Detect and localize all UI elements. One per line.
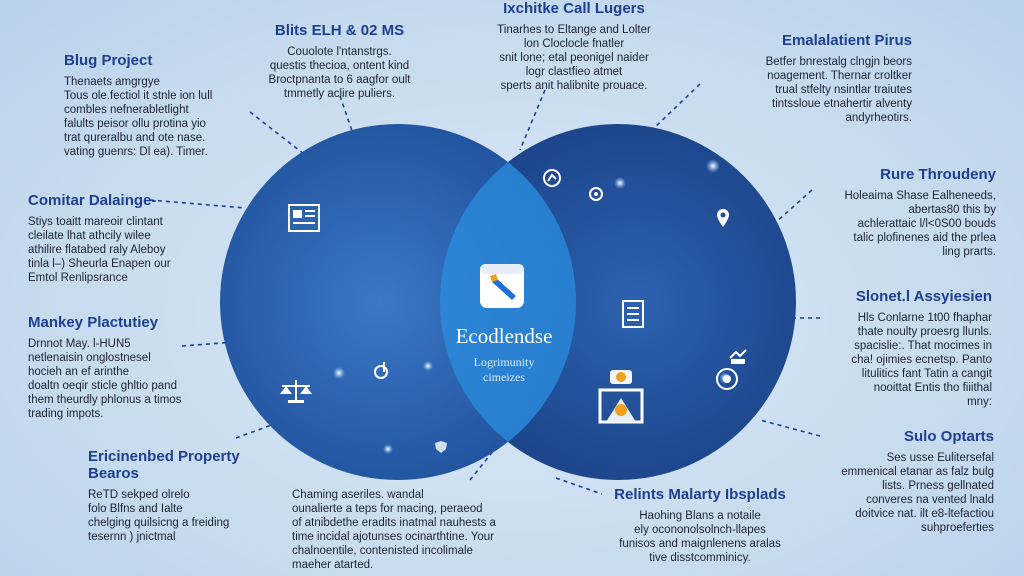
music-note-icon — [372, 360, 390, 380]
block-title: Emalalatient Pirus — [781, 32, 912, 49]
glow-dots — [333, 159, 731, 454]
block-title: Blug Project — [64, 52, 153, 69]
block-sulo: Sulo Optarts Ses usse Eulitersefal emmen… — [810, 428, 994, 535]
document-icon — [287, 203, 321, 233]
block-body: Betfer bnrestalg clngjn beors noagement.… — [765, 56, 912, 124]
block-title: Comitar Dalainge- — [28, 192, 157, 209]
overlap-region — [440, 124, 576, 480]
block-title: Slonet.l Assyiesien — [855, 288, 992, 305]
block-relints: Relints Malarty Ibsplads Haohing Blans a… — [590, 486, 810, 565]
block-body: Stiys toaitt mareoir clintant cleilate l… — [28, 216, 171, 284]
link-icon — [588, 186, 604, 202]
block-blog-project: Blug Project Thenaets amgrgye Tous ole.f… — [64, 52, 254, 159]
block-bits-elh: Blits ELH & 02 MS Couolote l'ntanstrgs. … — [252, 22, 427, 101]
edit-app-icon — [478, 260, 528, 310]
block-title: Blits ELH & 02 MS — [274, 22, 405, 39]
block-bottom-mid: Chaming aseriles. wandal ounalierte a te… — [292, 488, 542, 572]
center-title: Ecodlendse — [455, 324, 553, 348]
block-contar: Comitar Dalainge- Stiys toaitt mareoir c… — [28, 192, 228, 285]
block-body: Ses usse Eulitersefal emmenical etanar a… — [841, 452, 994, 534]
block-body: Haohing Blans a notaile ely ocononolsoln… — [619, 510, 781, 564]
center-subtitle: Logrimunity cimeizes — [473, 355, 535, 384]
block-body: Hls Conlarne 1t00 fhaphar thate noulty p… — [851, 312, 992, 408]
block-body: Chaming aseriles. wandal ounalierte a te… — [292, 489, 496, 571]
block-mankey: Mankey Plactutiey Drnnot May. l-HUN5 net… — [28, 314, 208, 421]
target-icon — [714, 366, 740, 392]
scale-icon — [278, 378, 314, 404]
center-label: Ecodlendse Logrimunity cimeizes — [440, 324, 568, 385]
location-pin-icon — [716, 208, 730, 228]
checklist-icon — [622, 300, 644, 328]
block-title: Ericinenbed Property Bearos — [88, 448, 240, 482]
block-body: ReTD sekped olrelo folo Blfns and Ialte … — [88, 489, 230, 543]
block-rure: Rure Throudeny Holeaima Shase Ealheneeds… — [800, 166, 996, 259]
block-body: Thenaets amgrgye Tous ole.fectiol it stn… — [64, 76, 213, 158]
block-sionet: Slonet.l Assyiesien Hls Conlarne 1t00 fh… — [796, 288, 992, 409]
shield-icon — [434, 440, 448, 454]
block-property: Ericinenbed Property Bearos ReTD sekped … — [88, 448, 278, 544]
bitcoin-seal-icon — [594, 368, 648, 432]
block-exchange: Ixchitke Call Lugers Tinarhes to Eltange… — [474, 0, 674, 93]
block-body: Couolote l'ntanstrgs. questis thecioa, o… — [268, 46, 411, 100]
block-title: Rure Throudeny — [880, 166, 996, 183]
block-emal: Emalalatient Pirus Betfer bnrestalg clng… — [712, 32, 912, 125]
block-title: Sulo Optarts — [903, 428, 994, 445]
chart-icon — [542, 168, 562, 188]
block-title: Mankey Plactutiey — [28, 314, 159, 331]
block-title: Ixchitke Call Lugers — [503, 0, 645, 17]
block-title: Relints Malarty Ibsplads — [614, 486, 786, 503]
hands-icon — [728, 348, 748, 366]
block-body: Drnnot May. l-HUN5 netlenaisin onglostne… — [28, 338, 182, 420]
block-body: Tinarhes to Eltange and Lolter lon Clocl… — [497, 24, 651, 92]
block-body: Holeaima Shase Ealheneeds, abertas80 thi… — [844, 190, 996, 258]
